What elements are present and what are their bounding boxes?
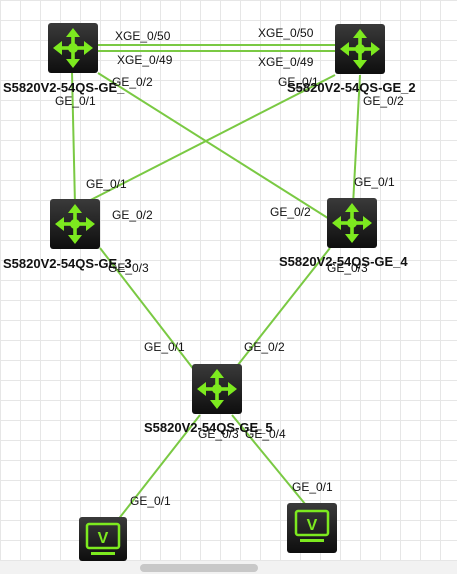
switch-sw1[interactable] xyxy=(48,23,98,73)
port-label: GE_0/2 xyxy=(112,75,153,89)
port-label: GE_0/3 xyxy=(198,427,239,441)
links xyxy=(71,44,361,531)
port-label: XGE_0/50 xyxy=(258,26,314,40)
port-label: GE_0/1 xyxy=(292,480,333,494)
link-sw3-sw5[interactable] xyxy=(99,247,199,376)
port-label: GE_0/2 xyxy=(244,340,285,354)
port-label: GE_0/1 xyxy=(354,175,395,189)
horizontal-scrollbar[interactable] xyxy=(0,561,457,574)
link-sw4-sw5[interactable] xyxy=(229,247,331,376)
port-label: GE_0/1 xyxy=(144,340,185,354)
pc-glyph: V xyxy=(307,517,318,534)
device-label-sw3: S5820V2-54QS-GE_3 xyxy=(3,256,132,271)
pc-2[interactable]: V xyxy=(287,503,337,553)
pc-glyph: V xyxy=(98,530,109,547)
device-label-sw5: S5820V2-54QS-GE_5 xyxy=(144,420,273,435)
port-label: GE_0/3 xyxy=(108,261,149,275)
pc-icon xyxy=(287,503,337,553)
port-label: GE_0/2 xyxy=(363,94,404,108)
pc-1[interactable]: V xyxy=(79,517,127,561)
switch-sw4[interactable] xyxy=(327,198,377,248)
port-label: GE_0/3 xyxy=(327,261,368,275)
link-sw5-pc2[interactable] xyxy=(231,414,311,511)
port-label: GE_0/1 xyxy=(130,494,171,508)
pc-icon xyxy=(79,517,127,561)
port-label: GE_0/2 xyxy=(270,205,311,219)
link-sw5-pc1[interactable] xyxy=(109,414,201,531)
port-label: GE_0/1 xyxy=(55,94,96,108)
switch-sw5[interactable] xyxy=(192,364,242,414)
port-label: XGE_0/49 xyxy=(258,55,314,69)
device-labels: S5820V2-54QS-GE_ S5820V2-54QS-GE_2 S5820… xyxy=(3,80,416,435)
switch-sw2[interactable] xyxy=(335,24,385,74)
port-label: XGE_0/50 xyxy=(115,29,171,43)
link-sw1-sw3[interactable] xyxy=(71,71,76,206)
port-labels: XGE_0/50 XGE_0/50 XGE_0/49 XGE_0/49 GE_0… xyxy=(55,26,404,508)
port-label: GE_0/4 xyxy=(245,427,286,441)
link-sw2-sw4[interactable] xyxy=(352,74,361,206)
device-label-sw1: S5820V2-54QS-GE_ xyxy=(3,80,125,95)
port-label: XGE_0/49 xyxy=(117,53,173,67)
switch-sw3[interactable] xyxy=(50,199,100,249)
port-label: GE_0/2 xyxy=(112,208,153,222)
scrollbar-thumb[interactable] xyxy=(140,564,258,572)
device-label-sw4: S5820V2-54QS-GE_4 xyxy=(279,254,408,269)
device-label-sw2: S5820V2-54QS-GE_2 xyxy=(287,80,416,95)
port-label: GE_0/1 xyxy=(86,177,127,191)
port-label: GE_0/1 xyxy=(278,75,319,89)
link-sw2-sw3[interactable] xyxy=(74,74,336,209)
link-sw1-sw4[interactable] xyxy=(97,72,351,233)
